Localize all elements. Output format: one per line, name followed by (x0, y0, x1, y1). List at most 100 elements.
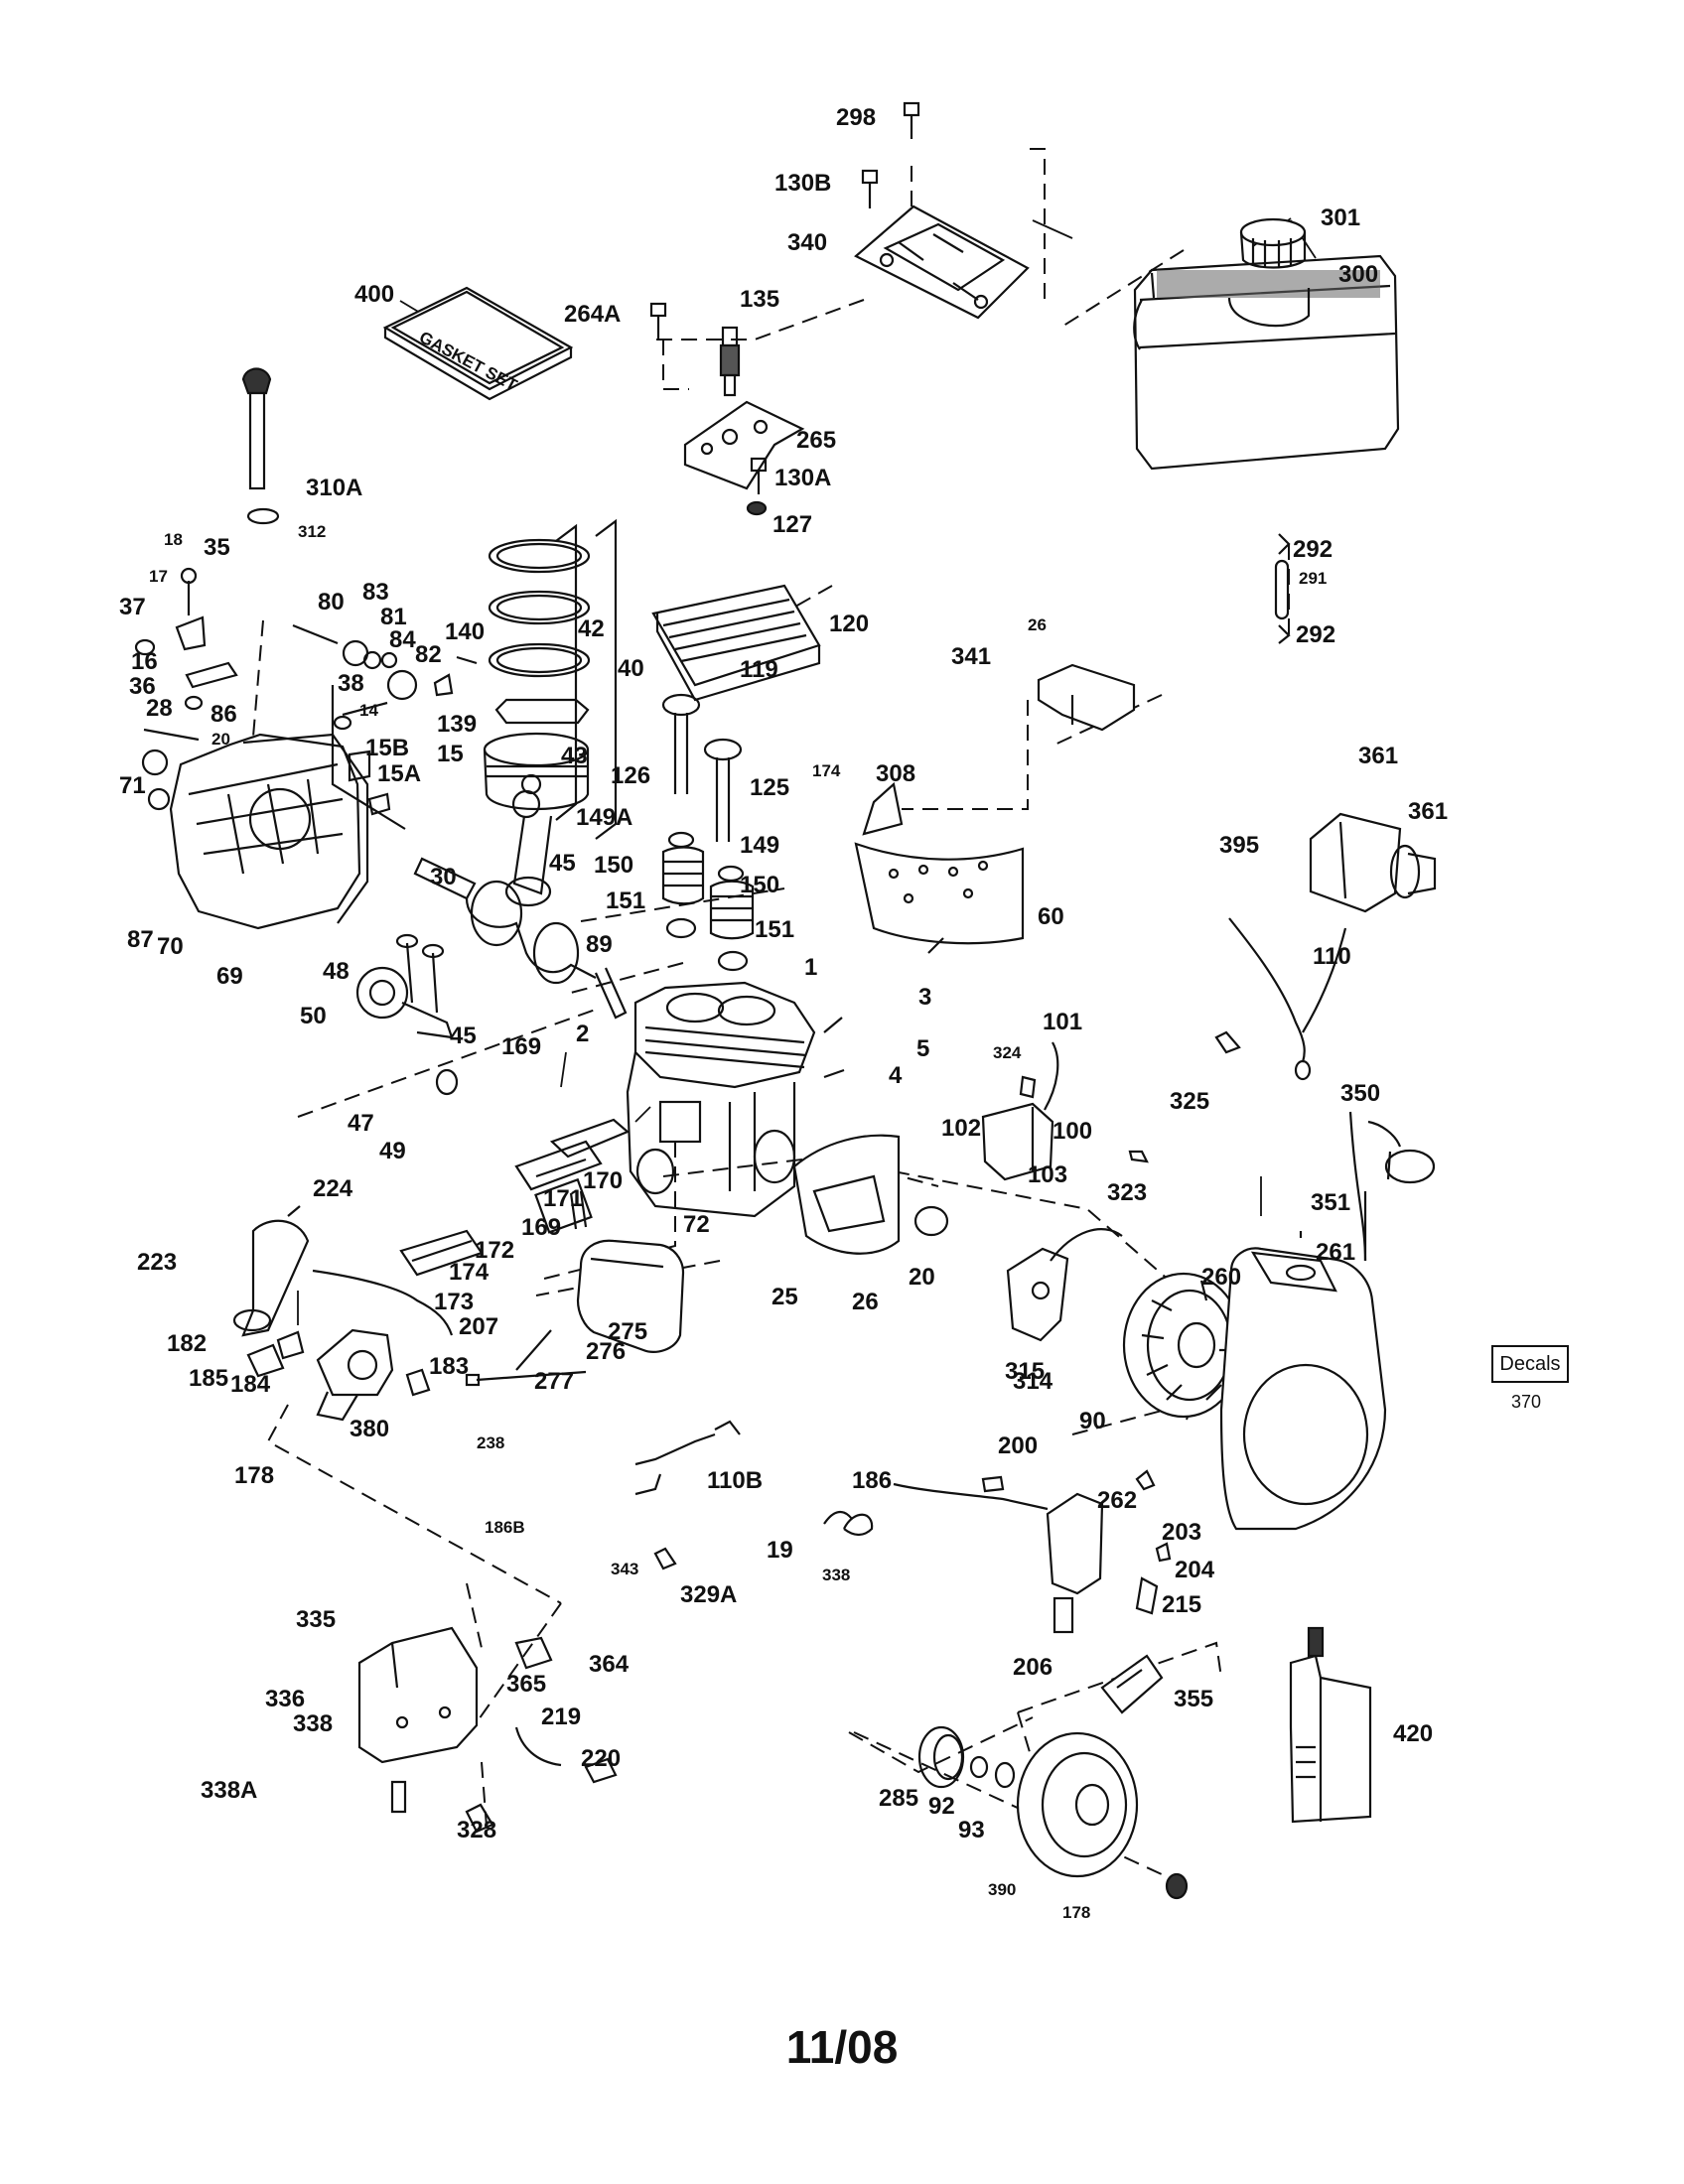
callout-69: 1 (804, 954, 818, 981)
callout-99: 20 (909, 1264, 935, 1291)
callout-21: 36 (129, 673, 156, 700)
muffler (576, 1239, 685, 1353)
callout-43: 43 (561, 743, 588, 769)
callout-48: 126 (611, 762, 651, 789)
decals-label: Decals (1499, 1352, 1561, 1375)
callout-128: 365 (506, 1671, 547, 1698)
callout-35: 14 (359, 701, 378, 720)
ignition-coil (981, 1041, 1059, 1181)
callout-137: 328 (457, 1817, 497, 1843)
callout-62: 110 (1313, 943, 1351, 970)
callout-88: 174 (449, 1259, 490, 1286)
air-baffle (854, 781, 1025, 945)
callout-76: 49 (379, 1138, 406, 1164)
callout-9: 130A (774, 465, 832, 491)
callout-72: 5 (916, 1035, 930, 1062)
piston-rings (488, 538, 591, 725)
callout-71: 2 (576, 1021, 590, 1047)
callout-132: 355 (1174, 1686, 1214, 1712)
callout-38: 15 (437, 741, 464, 767)
callout-108: 314 (1013, 1368, 1053, 1395)
callout-94: 261 (1316, 1239, 1356, 1266)
primer-bulb (1348, 1111, 1436, 1262)
callout-27: 70 (157, 933, 184, 960)
cylinder-head (651, 584, 821, 702)
callout-20: 16 (131, 648, 158, 675)
callout-96: 223 (137, 1249, 178, 1276)
decals-number: 370 (1511, 1392, 1542, 1412)
footer-date: 11/08 (785, 2021, 899, 2073)
dipstick (241, 367, 280, 525)
spark-plug (719, 326, 741, 397)
callout-3: 301 (1321, 205, 1361, 231)
throttle-control (823, 1482, 1159, 1634)
callout-110: 90 (1079, 1408, 1106, 1434)
screws-top (649, 101, 920, 516)
callout-98: 26 (852, 1289, 879, 1315)
callout-2: 340 (787, 229, 828, 256)
callout-19: 37 (119, 594, 146, 620)
callout-41: 42 (578, 615, 605, 642)
callout-131: 219 (541, 1704, 582, 1730)
governor-linkage (312, 1269, 587, 1387)
callout-7: 135 (740, 286, 780, 313)
callout-86: 169 (521, 1214, 562, 1241)
carburetor (246, 1328, 431, 1422)
callout-133: 338 (293, 1710, 334, 1737)
callout-104: 184 (230, 1371, 271, 1398)
callout-124: 343 (611, 1560, 639, 1578)
callout-60: 361 (1408, 798, 1449, 825)
crankcase-cover (141, 733, 369, 930)
callout-18: 17 (149, 567, 168, 586)
callout-106: 183 (429, 1353, 470, 1380)
callout-4: 300 (1338, 261, 1379, 288)
callout-90: 72 (683, 1211, 710, 1238)
callout-63: 30 (430, 864, 457, 890)
callout-45: 119 (740, 656, 778, 683)
callout-68: 45 (450, 1023, 477, 1049)
callout-123: 186B (485, 1518, 525, 1537)
callout-73: 4 (889, 1062, 903, 1089)
callout-114: 110B (707, 1467, 764, 1494)
connecting-rod (504, 789, 553, 907)
oil-bottle (1289, 1626, 1372, 1824)
callout-25: 71 (119, 772, 146, 799)
callout-74: 169 (501, 1033, 542, 1060)
callout-107: 277 (534, 1368, 575, 1395)
callout-70: 3 (918, 984, 932, 1011)
callout-6: 264A (564, 301, 622, 328)
callout-127: 364 (589, 1651, 630, 1678)
callout-33: 82 (415, 641, 442, 668)
wire-harness (1228, 917, 1347, 1081)
callout-118: 203 (1162, 1519, 1202, 1546)
callout-129: 206 (1013, 1654, 1053, 1681)
callout-17: 35 (204, 534, 230, 561)
callout-92: 323 (1107, 1179, 1148, 1206)
callout-103: 185 (189, 1365, 229, 1392)
callout-16: 18 (164, 530, 183, 549)
crankcase-flange (792, 1134, 949, 1255)
callout-67: 50 (300, 1003, 327, 1029)
callout-56: 151 (606, 887, 646, 914)
callout-8: 265 (796, 427, 837, 454)
callout-55: 150 (740, 872, 780, 898)
callout-91: 224 (313, 1175, 353, 1202)
callout-81: 102 (941, 1115, 982, 1142)
callout-85: 171 (543, 1185, 584, 1212)
callout-13: 292 (1293, 536, 1333, 563)
callout-141: 390 (988, 1880, 1017, 1899)
callout-126: 335 (296, 1606, 337, 1633)
callout-82: 100 (1052, 1118, 1093, 1145)
callout-26: 87 (127, 926, 154, 953)
callout-111: 380 (350, 1416, 390, 1442)
blower-housing (1219, 1247, 1387, 1531)
callout-66: 48 (323, 958, 350, 985)
callout-49: 125 (750, 774, 790, 801)
callout-87: 172 (475, 1237, 515, 1264)
callout-97: 25 (772, 1284, 798, 1310)
bracket-341 (1037, 663, 1136, 732)
callout-80: 350 (1340, 1080, 1381, 1107)
recoil-starter (917, 1725, 1189, 1900)
callout-138: 285 (879, 1785, 919, 1812)
